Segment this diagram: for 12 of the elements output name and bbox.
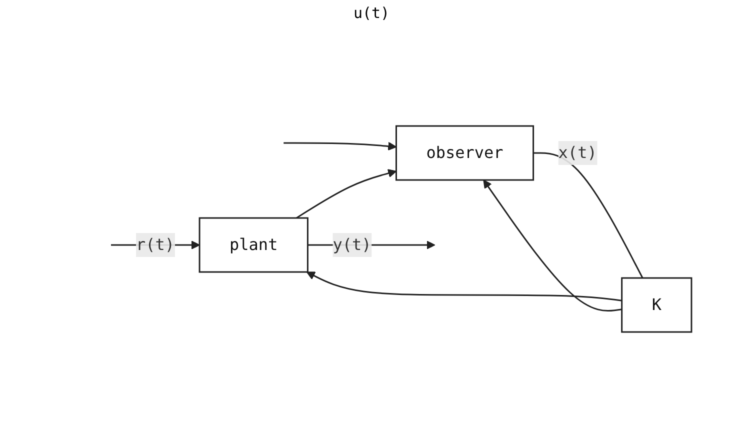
arrow: [483, 180, 622, 312]
connector: [534, 152, 644, 278]
edge-label: x(t): [558, 143, 598, 162]
node-box: observer: [396, 125, 534, 181]
signal-label: u(t): [353, 4, 390, 22]
node-box: plant: [199, 217, 309, 273]
arrow: [306, 272, 622, 302]
edge-label: y(t): [332, 235, 372, 254]
arrow: [284, 142, 397, 151]
arrow: [296, 169, 397, 219]
edge-label: r(t): [136, 235, 175, 254]
node-box: K: [621, 277, 692, 333]
